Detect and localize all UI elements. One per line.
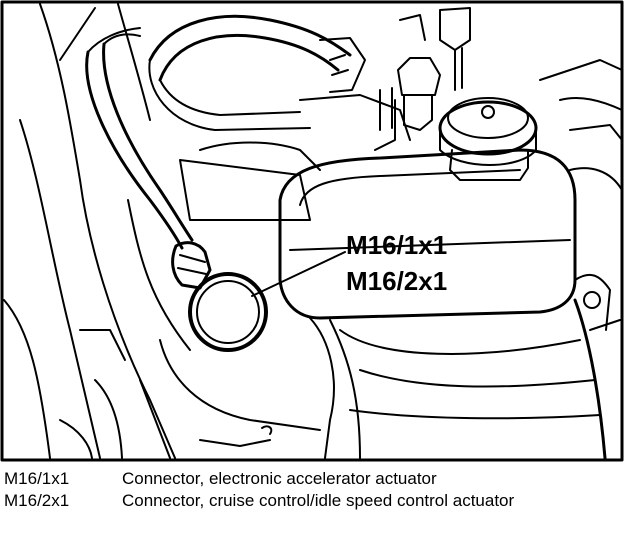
coolant-reservoir	[278, 148, 577, 320]
legend-code: M16/2x1	[4, 491, 70, 510]
legend-code: M16/1x1	[4, 469, 70, 488]
figure-frame	[0, 0, 624, 462]
callout-leader-line	[251, 251, 346, 297]
connector-plug	[171, 241, 212, 290]
legend-row: M16/1x1 Connector, electronic accelerato…	[4, 468, 620, 490]
legend-description: Connector, cruise control/idle speed con…	[122, 491, 515, 510]
engine-bay-drawing: M16/1x1 M16/2x1	[0, 0, 624, 462]
connector-ring	[188, 272, 268, 352]
legend-row: M16/2x1 Connector, cruise control/idle s…	[4, 490, 620, 512]
fender-line	[39, 3, 176, 459]
callout-m16-1x1: M16/1x1	[346, 230, 447, 260]
legend-description: Connector, electronic accelerator actuat…	[122, 469, 437, 488]
fitting	[397, 57, 441, 96]
hose-clamp	[319, 37, 366, 93]
relay-top	[439, 7, 471, 51]
callout-m16-2x1: M16/2x1	[346, 266, 447, 296]
engine-bay-illustration: M16/1x1 M16/2x1	[0, 0, 624, 462]
vacuum-hose	[85, 50, 184, 250]
legend: M16/1x1 Connector, electronic accelerato…	[4, 468, 620, 512]
